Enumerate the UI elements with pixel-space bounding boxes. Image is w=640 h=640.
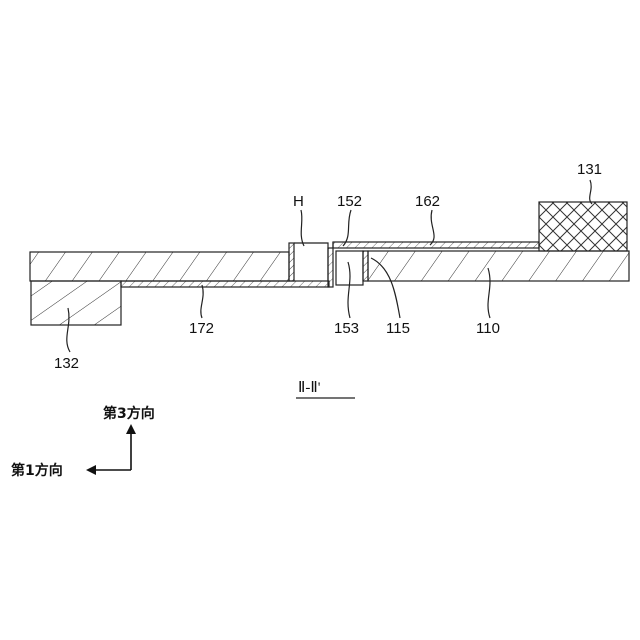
label-132: 132: [54, 355, 79, 372]
label-h: H: [293, 193, 304, 210]
block-132: [31, 281, 121, 325]
label-115: 115: [386, 320, 410, 337]
substrate-left: [30, 252, 289, 281]
label-153: 153: [334, 320, 359, 337]
hole-h: [289, 242, 333, 287]
direction-axes: [86, 424, 136, 475]
section-caption: Ⅱ-Ⅱ': [298, 380, 321, 396]
label-first-direction: 第1方向: [11, 462, 63, 479]
label-172: 172: [189, 320, 214, 337]
block-131: [539, 202, 627, 251]
element-115: [363, 251, 368, 281]
layer-172: [121, 281, 329, 287]
arrow-up-icon: [126, 424, 136, 434]
substrate-110: [368, 251, 629, 281]
label-131: 131: [577, 161, 602, 178]
label-162: 162: [415, 193, 440, 210]
arrow-left-icon: [86, 465, 96, 475]
label-152: 152: [337, 193, 362, 210]
label-third-direction: 第3方向: [103, 405, 155, 422]
layer-162: [333, 242, 539, 248]
label-110: 110: [476, 320, 500, 337]
